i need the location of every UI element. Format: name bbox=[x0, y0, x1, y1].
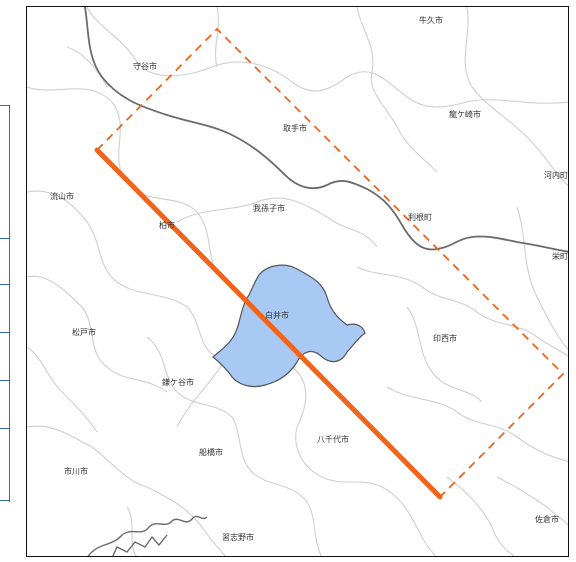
city-label: 我孫子市 bbox=[253, 203, 285, 213]
table-rule bbox=[0, 238, 10, 239]
boundary-line bbox=[464, 7, 568, 186]
study-area-outline bbox=[95, 27, 565, 499]
table-rule bbox=[0, 332, 10, 333]
table-edge bbox=[0, 105, 10, 502]
boundary-line bbox=[176, 197, 378, 248]
route-line bbox=[94, 147, 443, 500]
city-label: 河内町 bbox=[544, 170, 568, 180]
city-label: 利根町 bbox=[408, 212, 432, 222]
table-rule bbox=[0, 105, 10, 106]
coast-line bbox=[87, 515, 208, 556]
city-label: 船橋市 bbox=[199, 447, 223, 457]
boundary-line bbox=[215, 7, 219, 68]
map-canvas: 牛久市 守谷市 龍ケ崎市 取手市 河内町 流山市 我孫子市 利根町 栄町 柏市 … bbox=[27, 7, 568, 556]
table-rule bbox=[0, 380, 10, 381]
city-label: 佐倉市 bbox=[535, 514, 559, 524]
city-label: 市川市 bbox=[64, 466, 88, 476]
boundary-line bbox=[27, 425, 227, 556]
boundary-line bbox=[386, 386, 568, 463]
table-rule bbox=[0, 428, 10, 429]
boundary-line bbox=[146, 336, 322, 556]
city-label: 取手市 bbox=[283, 123, 307, 133]
coastline bbox=[87, 515, 208, 556]
city-label: 柏市 bbox=[159, 220, 175, 230]
boundary-line bbox=[86, 7, 568, 108]
tone-river bbox=[84, 7, 568, 253]
boundary-line bbox=[516, 206, 568, 351]
city-label: 印西市 bbox=[433, 333, 457, 343]
boundary-line bbox=[27, 346, 98, 433]
lake-inba-numa bbox=[212, 264, 366, 388]
city-label: 流山市 bbox=[50, 191, 74, 201]
municipal-boundaries bbox=[27, 7, 568, 556]
boundary-line bbox=[291, 366, 437, 556]
boundary-line bbox=[496, 476, 568, 526]
boundary-line bbox=[406, 306, 483, 403]
coast-line bbox=[112, 534, 168, 556]
city-label: 鎌ケ谷市 bbox=[162, 377, 194, 387]
city-label: 八千代市 bbox=[317, 434, 349, 444]
boundary-line bbox=[356, 7, 438, 173]
city-label: 守谷市 bbox=[133, 61, 157, 71]
city-label: 松戸市 bbox=[72, 327, 96, 337]
city-label: 白井市 bbox=[265, 310, 289, 320]
boundary-line bbox=[446, 476, 515, 556]
city-label: 龍ケ崎市 bbox=[449, 109, 481, 119]
city-label: 栄町 bbox=[552, 251, 568, 261]
city-label: 牛久市 bbox=[419, 15, 443, 25]
city-label: 習志野市 bbox=[222, 532, 254, 542]
city-labels: 牛久市 守谷市 龍ケ崎市 取手市 河内町 流山市 我孫子市 利根町 栄町 柏市 … bbox=[50, 15, 568, 542]
boundary-line bbox=[27, 190, 218, 358]
rivers bbox=[84, 7, 568, 253]
boundary-line bbox=[66, 46, 108, 88]
table-rule bbox=[0, 500, 10, 501]
map-frame: 牛久市 守谷市 龍ケ崎市 取手市 河内町 流山市 我孫子市 利根町 栄町 柏市 … bbox=[26, 6, 569, 557]
table-rule bbox=[0, 284, 10, 285]
boundary-line bbox=[356, 266, 568, 357]
boundary-line bbox=[27, 275, 168, 393]
